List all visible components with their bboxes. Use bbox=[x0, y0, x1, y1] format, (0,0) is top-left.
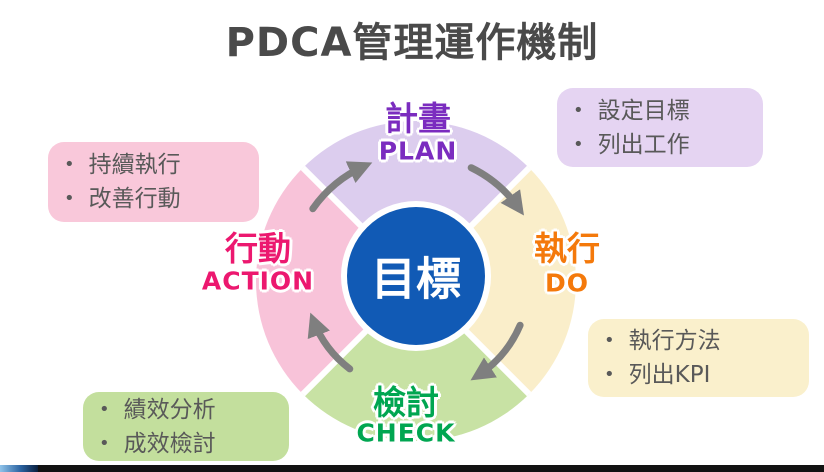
do-label-zh: 執行 bbox=[534, 229, 600, 268]
plan-callout-item-2: 列出工作 bbox=[597, 131, 690, 158]
sector-check bbox=[302, 281, 530, 442]
check-callout-item-2: 成效檢討 bbox=[123, 430, 216, 457]
bullet-icon: • bbox=[99, 432, 110, 454]
arrow-plan-to-do bbox=[467, 164, 524, 216]
center-circle bbox=[347, 207, 485, 345]
plan-label-en: PLAN bbox=[378, 136, 458, 166]
action-callout-box: • 持續執行 • 改善行動 bbox=[48, 142, 259, 222]
bullet-icon: • bbox=[99, 398, 110, 420]
do-callout-box: • 執行方法 • 列出KPI bbox=[588, 319, 809, 397]
sector-plan bbox=[302, 120, 530, 281]
do-callout-item-2: 列出KPI bbox=[628, 362, 711, 388]
bullet-icon: • bbox=[573, 133, 584, 155]
action-callout-item-1: 持續執行 bbox=[88, 152, 181, 178]
sector-action bbox=[255, 167, 416, 395]
action-label-zh: 行動 bbox=[225, 229, 291, 268]
action-label-en: ACTION bbox=[201, 266, 315, 296]
center-goal-label: 目標 bbox=[370, 252, 462, 306]
plan-callout-box: • 設定目標 • 列出工作 bbox=[557, 88, 763, 167]
list-item: • 改善行動 bbox=[64, 182, 249, 216]
sector-do bbox=[416, 167, 577, 395]
arrow-do-to-check bbox=[470, 321, 524, 381]
arrow-check-to-action bbox=[307, 312, 354, 373]
bullet-icon: • bbox=[64, 154, 75, 175]
check-callout-item-1: 績效分析 bbox=[123, 396, 216, 423]
video-progress-fill bbox=[0, 465, 38, 472]
do-callout-item-1: 執行方法 bbox=[628, 328, 721, 354]
do-label-en: DO bbox=[544, 268, 590, 298]
bullet-icon: • bbox=[604, 330, 615, 351]
list-item: • 持續執行 bbox=[64, 148, 249, 182]
bullet-icon: • bbox=[573, 99, 584, 121]
list-item: • 列出工作 bbox=[573, 128, 753, 162]
list-item: • 列出KPI bbox=[604, 358, 799, 392]
list-item: • 成效檢討 bbox=[99, 427, 279, 461]
check-label-en: CHECK bbox=[356, 418, 456, 448]
list-item: • 績效分析 bbox=[99, 393, 279, 427]
list-item: • 執行方法 bbox=[604, 324, 799, 358]
arrow-action-to-plan bbox=[309, 161, 373, 213]
page-title: PDCA管理運作機制 bbox=[225, 20, 599, 66]
video-progress-bar[interactable] bbox=[0, 465, 824, 472]
bullet-icon: • bbox=[64, 188, 75, 209]
bullet-icon: • bbox=[604, 364, 615, 385]
plan-callout-item-1: 設定目標 bbox=[597, 97, 690, 124]
plan-label-zh: 計畫 bbox=[385, 99, 451, 138]
check-label-zh: 檢討 bbox=[373, 383, 439, 422]
check-callout-box: • 績效分析 • 成效檢討 bbox=[83, 392, 289, 461]
action-callout-item-2: 改善行動 bbox=[88, 186, 181, 212]
list-item: • 設定目標 bbox=[573, 94, 753, 128]
